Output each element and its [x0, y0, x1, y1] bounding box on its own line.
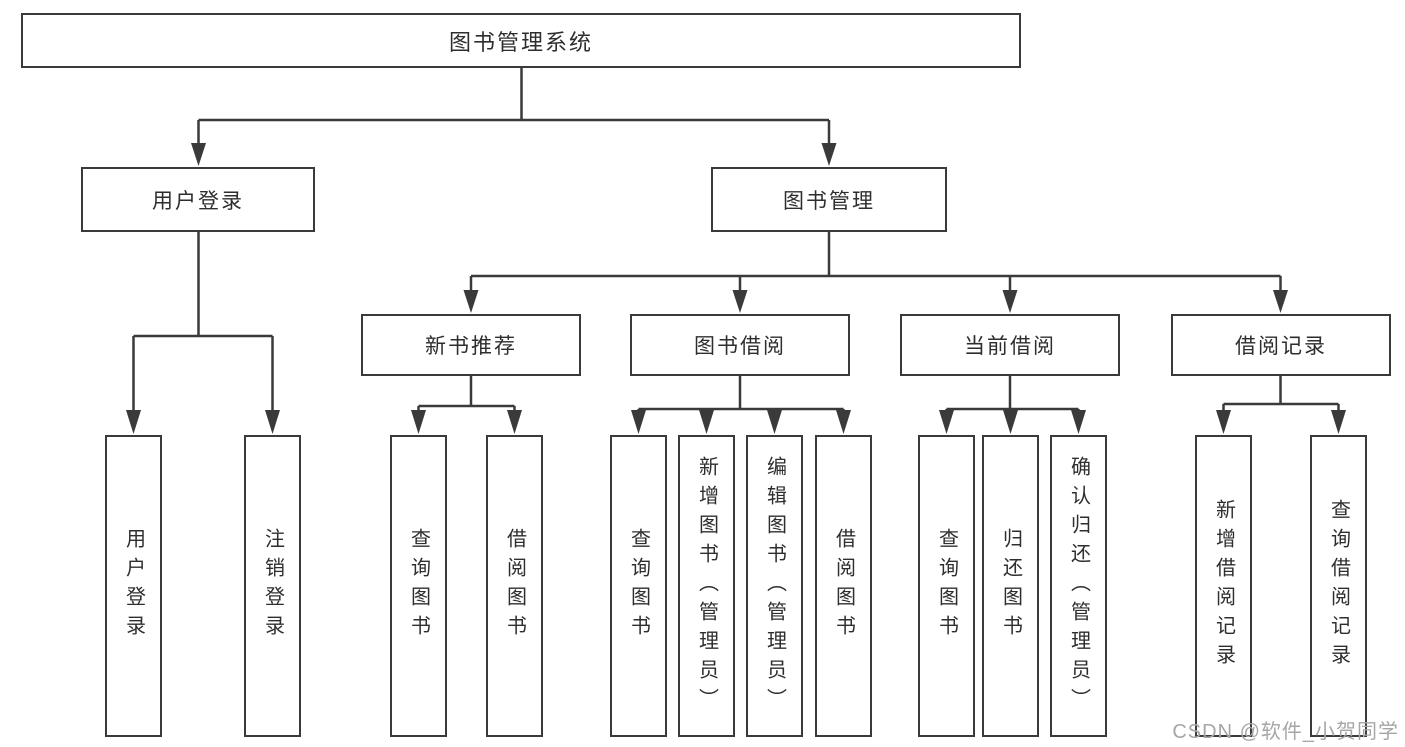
node-label: 图书管理系统	[448, 29, 593, 55]
leaf-confirm-return-admin: 确认归还（管理员）	[1050, 435, 1107, 737]
node-label: 新书推荐	[425, 335, 517, 358]
node-label: 注销登录	[261, 528, 284, 644]
node-borrowing-records: 借阅记录	[1171, 314, 1391, 376]
leaf-return-books: 归还图书	[982, 435, 1039, 737]
node-label: 借阅图书	[503, 528, 526, 644]
node-label: 确认归还（管理员）	[1067, 455, 1090, 717]
node-new-book-recommend: 新书推荐	[361, 314, 581, 376]
node-label: 编辑图书（管理员）	[763, 455, 786, 717]
node-label: 查询借阅记录	[1327, 499, 1350, 673]
node-label: 图书借阅	[694, 335, 786, 358]
node-label: 新增图书（管理员）	[695, 455, 718, 717]
leaf-query-books-borrow: 查询图书	[610, 435, 667, 737]
node-label: 图书管理	[783, 189, 875, 213]
node-library-management-system: 图书管理系统	[21, 13, 1021, 68]
leaf-query-borrow-record: 查询借阅记录	[1310, 435, 1367, 737]
node-current-borrowing: 当前借阅	[900, 314, 1120, 376]
node-user-login: 用户登录	[81, 167, 315, 232]
leaf-add-borrow-record: 新增借阅记录	[1195, 435, 1252, 737]
leaf-query-books-recommend: 查询图书	[390, 435, 447, 737]
leaf-borrow-books-recommend: 借阅图书	[486, 435, 543, 737]
leaf-query-books-current: 查询图书	[918, 435, 975, 737]
csdn-watermark: CSDN @软件_小贺同学	[1172, 721, 1399, 743]
node-label: 借阅图书	[832, 528, 855, 644]
node-label: 用户登录	[152, 189, 244, 213]
node-label: 查询图书	[935, 528, 958, 644]
leaf-borrow-books: 借阅图书	[815, 435, 872, 737]
node-label: 当前借阅	[964, 335, 1056, 358]
node-book-management: 图书管理	[711, 167, 947, 232]
leaf-add-book-admin: 新增图书（管理员）	[678, 435, 735, 737]
leaf-user-login: 用户登录	[105, 435, 162, 737]
node-label: 用户登录	[122, 528, 145, 644]
node-label: 归还图书	[999, 528, 1022, 644]
node-label: 查询图书	[627, 528, 650, 644]
leaf-logout: 注销登录	[244, 435, 301, 737]
node-label: 新增借阅记录	[1212, 499, 1235, 673]
node-book-borrowing: 图书借阅	[630, 314, 850, 376]
node-label: 借阅记录	[1235, 335, 1327, 358]
node-label: 查询图书	[407, 528, 430, 644]
leaf-edit-book-admin: 编辑图书（管理员）	[746, 435, 803, 737]
